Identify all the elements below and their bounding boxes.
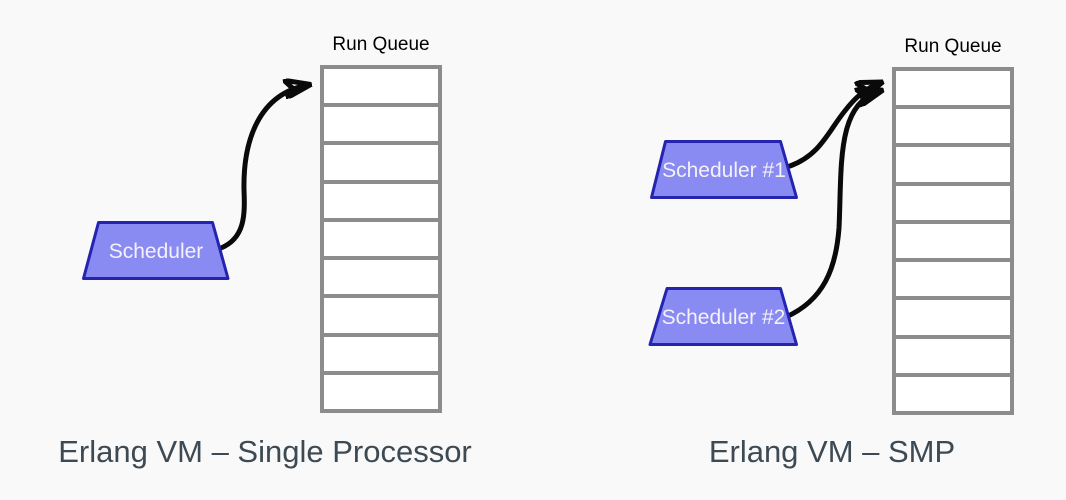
run-queue-cell <box>896 376 1010 411</box>
scheduler-shape: Scheduler #1 <box>649 139 799 200</box>
scheduler-shape: Scheduler <box>82 220 230 281</box>
arrow-scheduler-to-queue <box>218 85 308 251</box>
run-queue-cell <box>324 145 438 180</box>
trapezoid-shape <box>82 221 230 280</box>
run-queue-cell <box>896 223 1010 259</box>
run-queue <box>892 67 1014 415</box>
scheduler-label: Scheduler #1 <box>662 158 786 182</box>
run-queue-cell <box>324 183 438 218</box>
diagram-caption: Erlang VM – Single Processor <box>58 434 472 469</box>
run-queue-cell <box>896 338 1010 373</box>
scheduler-label: Scheduler <box>108 239 204 263</box>
run-queue-cell <box>324 298 438 333</box>
run-queue-cell <box>324 221 438 257</box>
run-queue-cell <box>896 300 1010 335</box>
scheduler-label: Scheduler #2 <box>661 305 786 329</box>
run-queue-cell <box>324 69 438 104</box>
trapezoid-shape <box>648 287 798 346</box>
arrow-scheduler1-to-queue <box>787 83 880 169</box>
run-queue-label: Run Queue <box>904 36 1002 57</box>
run-queue-cell <box>896 71 1010 106</box>
run-queue-cell <box>324 107 438 142</box>
arrow-scheduler2-to-queue <box>783 91 880 320</box>
run-queue-cell <box>324 336 438 371</box>
run-queue-cell <box>896 262 1010 297</box>
diagram-caption: Erlang VM – SMP <box>708 434 956 469</box>
run-queue-cell <box>324 260 438 295</box>
run-queue-cell <box>324 374 438 409</box>
trapezoid-shape <box>650 140 798 199</box>
run-queue-cell <box>896 185 1010 220</box>
run-queue-cell <box>896 109 1010 144</box>
run-queue-label: Run Queue <box>332 34 430 55</box>
scheduler-shape: Scheduler #2 <box>648 286 799 347</box>
run-queue <box>320 65 442 413</box>
run-queue-cell <box>896 147 1010 182</box>
